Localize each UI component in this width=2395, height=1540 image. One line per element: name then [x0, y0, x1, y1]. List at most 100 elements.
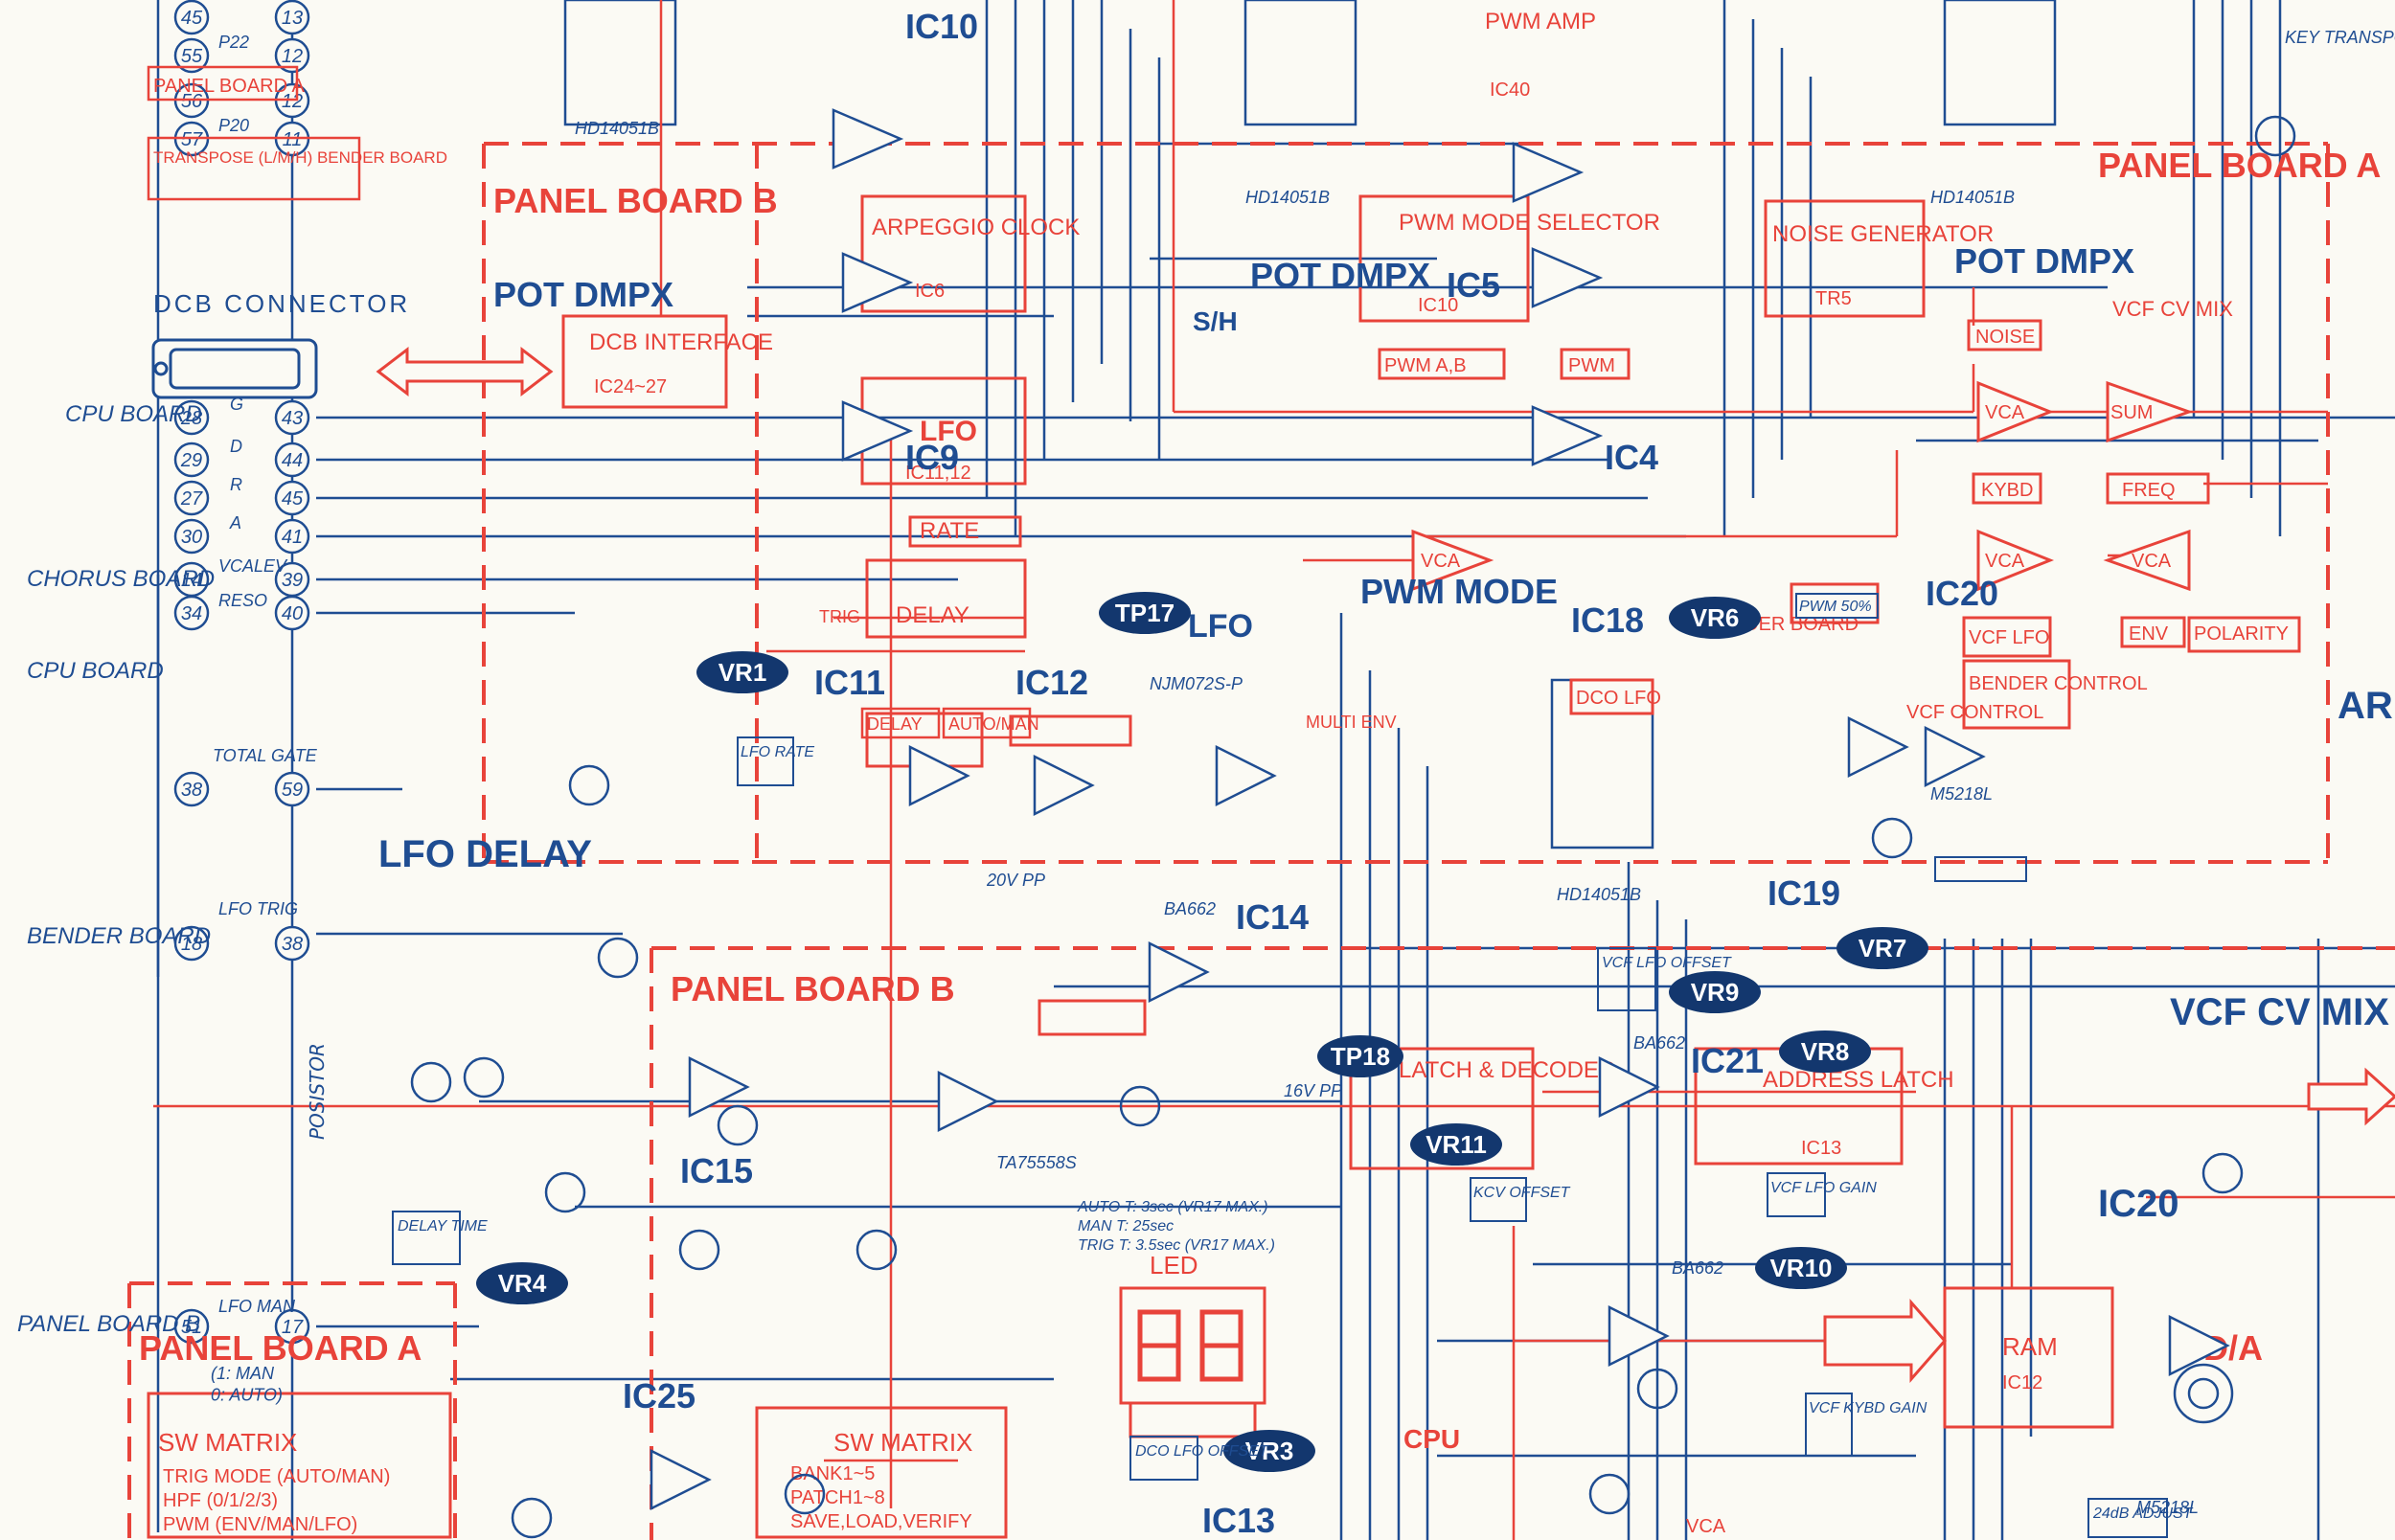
vcf-cv-mix-big: VCF CV MIX	[2170, 991, 2389, 1033]
blue-big-labels: POT DMPX POT DMPX POT DMPX IC10 IC9 IC5 …	[378, 7, 2395, 1540]
vr7-badge: VR7	[1859, 934, 1907, 962]
vr11-badge: VR11	[1426, 1130, 1487, 1159]
dcb-connector-label: DCB CONNECTOR	[153, 289, 410, 318]
vcf-lfo-gain-label: VCF LFO GAIN	[1770, 1180, 1877, 1196]
blue-small-labels: HD14051B HD14051B HD14051B HD14051B BA66…	[211, 28, 2395, 1517]
delay-time-label: DELAY TIME	[398, 1218, 488, 1234]
pin-right: 11	[283, 129, 303, 150]
pwm-amp-ic: IC40	[1490, 79, 1530, 101]
ic21: IC21	[1691, 1041, 1764, 1080]
tp17-badge: TP17	[1115, 599, 1175, 627]
noise-box: NOISE	[1975, 327, 2035, 348]
kcv-offset-label: KCV OFFSET	[1473, 1185, 1571, 1201]
ic20: IC20	[1926, 574, 1998, 613]
pin-right: 45	[282, 488, 304, 510]
badge-labels: TP17 TP18 VR1 VR3 VR4 VR6 VR7 VR8 VR9 VR…	[498, 599, 1907, 1465]
pin-right: 43	[282, 408, 303, 429]
chip-label: HD14051B	[1245, 188, 1330, 207]
pin-right: 41	[282, 527, 303, 548]
cpu-lower-label: CPU	[1403, 1424, 1460, 1454]
address-latch-ic: IC13	[1801, 1138, 1841, 1159]
pwm-ab: PWM A,B	[1384, 355, 1467, 376]
pot-dmpx-left: POT DMPX	[493, 275, 673, 314]
pin-left: 55	[181, 46, 203, 67]
lfo-rate-label: LFO RATE	[741, 744, 814, 760]
key-transpose: KEY TRANSPOSE	[2285, 28, 2395, 47]
16v-pp: 16V PP	[1284, 1081, 1342, 1100]
pwm-mode: PWM MODE	[1360, 572, 1558, 611]
vr6-badge: VR6	[1691, 603, 1740, 632]
pot-dmpx-right: POT DMPX	[1954, 241, 2134, 281]
vca-ic23: VCA	[2132, 551, 2172, 572]
panel-board-a-title: PANEL BOARD A	[2098, 146, 2381, 185]
arrow-out-right	[1823, 1067, 2395, 1383]
vcf-lfo-offset-label: VCF LFO OFFSET	[1602, 955, 1732, 971]
pin-right: 40	[282, 603, 303, 624]
dcb-interface: DCB INTERFACE	[589, 329, 773, 355]
double-arrow-dcb	[376, 346, 554, 397]
posistor-label: POSISTOR	[306, 1043, 329, 1140]
pin-left: 28	[180, 408, 202, 429]
polarity-box: POLARITY	[2194, 623, 2289, 645]
left-board-labels: CPU BOARD CHORUS BOARD CPU BOARD BENDER …	[17, 401, 215, 1337]
arpeggio-ic: IC6	[915, 281, 945, 302]
transpose-bender: TRANSPOSE (L/M/H) BENDER BOARD	[153, 148, 447, 167]
pin-right: 38	[282, 934, 303, 955]
panel-board-a-lower-title: PANEL BOARD A	[139, 1328, 422, 1368]
pin-right: 44	[282, 450, 303, 471]
rate-box: RATE	[920, 518, 979, 544]
pin-left: 38	[181, 780, 202, 801]
pin-right: 59	[282, 780, 303, 801]
pwm-mode-selector: PWM MODE SELECTOR	[1399, 210, 1660, 236]
sum-box: SUM	[2110, 402, 2153, 423]
pwm-50-label: PWM 50%	[1799, 599, 1872, 615]
pin-left: 51	[181, 1317, 202, 1338]
arpeggio-clock: ARPEGGIO CLOCK	[872, 215, 1080, 240]
ic20-lower: IC20	[2098, 1183, 2179, 1225]
20v-pp: 20V PP	[986, 871, 1045, 890]
vcf-kybd-gain-label: VCF KYBD GAIN	[1809, 1400, 1927, 1416]
pin-left: 27	[180, 488, 203, 510]
delay-block: DELAY	[896, 602, 969, 628]
ic19: IC19	[1768, 873, 1840, 913]
vca-ic21: VCA	[1985, 551, 2025, 572]
vca-triangles	[1411, 380, 2194, 592]
lfo-block: LFO	[920, 416, 977, 447]
ic10-top: IC10	[905, 7, 978, 46]
pin-left: 45	[181, 8, 203, 29]
ic13: IC13	[1202, 1501, 1275, 1540]
dcb-connector-icon	[151, 338, 318, 399]
signal-label: RESO	[218, 591, 267, 610]
arp-clock-edge: ARP CLOCK	[2338, 685, 2395, 727]
pin-left: 57	[181, 129, 203, 150]
red-blocks	[147, 194, 2301, 1539]
freq-box: FREQ	[2122, 480, 2176, 501]
chip-label: HD14051B	[575, 119, 659, 138]
signal-label: A	[229, 513, 241, 532]
signal-label: G	[230, 395, 243, 414]
noise-generator: NOISE GENERATOR	[1772, 221, 1994, 247]
vca-noise: VCA	[1985, 402, 2025, 423]
pwm-amp: PWM AMP	[1485, 9, 1596, 34]
ic15: IC15	[680, 1151, 753, 1190]
noop-ic23: VCA	[1686, 1516, 1726, 1537]
vca-labels: VCA SUM VCA VCA VCA	[1421, 402, 2172, 572]
blue-wiring	[156, 0, 2395, 1540]
ic9: IC9	[905, 438, 959, 477]
pin-left: 18	[181, 934, 202, 955]
cpu-board-label-top: CPU BOARD	[65, 401, 202, 427]
signal-label: LFO MAN	[218, 1297, 296, 1316]
red-wiring	[153, 0, 2395, 1540]
ram-ic: IC12	[2002, 1372, 2042, 1393]
ic18: IC18	[1571, 600, 1644, 640]
pwm-mode-ic: IC10	[1418, 295, 1458, 316]
24db-adjust-label: 24dB ADJUST	[2092, 1506, 2194, 1522]
chip-label: HD14051B	[1557, 885, 1641, 904]
sw-matrix-right: SW MATRIX	[833, 1428, 972, 1457]
bender-board-label: BENDER BOARD	[27, 923, 211, 949]
board-boundaries	[127, 142, 2395, 1540]
blue-small-box-labels: LFO RATE KCV OFFSET VCF LFO GAIN VCF LFO…	[398, 599, 2194, 1522]
